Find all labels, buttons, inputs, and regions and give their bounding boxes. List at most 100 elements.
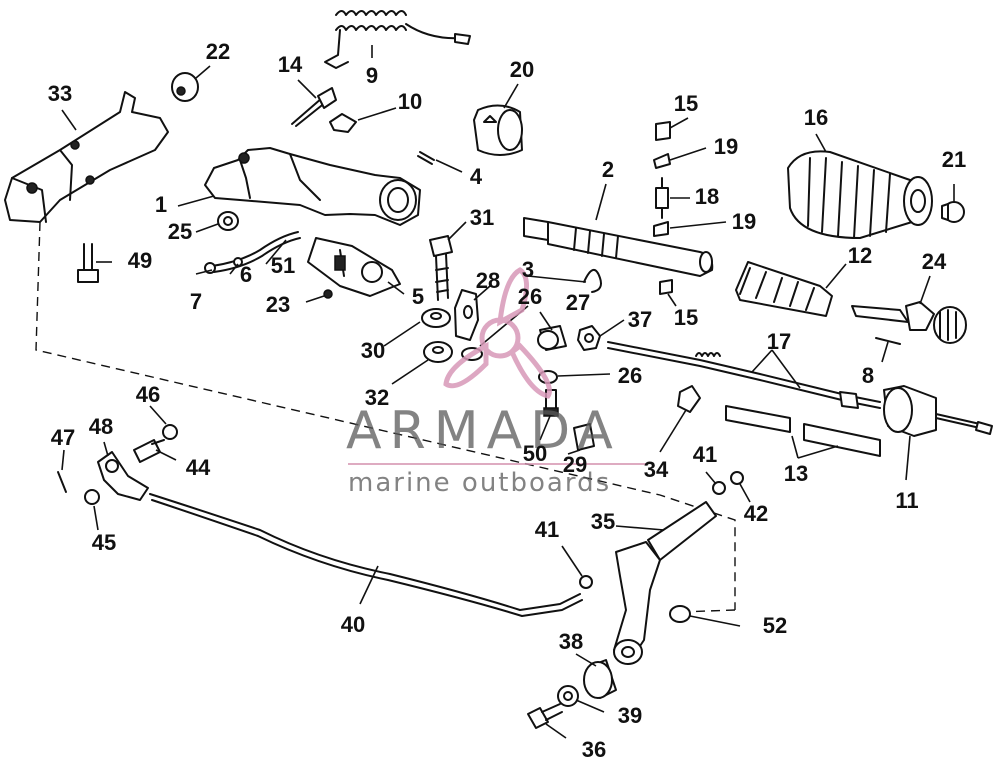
part-22-cap (171, 72, 199, 102)
callout-51: 51 (270, 253, 296, 278)
callout-38: 38 (558, 629, 584, 654)
callout-20: 20 (509, 57, 535, 82)
part-47-pin (57, 471, 67, 493)
part-16-grip (787, 150, 933, 239)
part-52-washer (669, 605, 691, 623)
armada-logo (443, 267, 552, 399)
part-23-screw (323, 289, 333, 299)
part-8-pin (875, 337, 901, 345)
part-33-bracket (4, 91, 169, 223)
part-1-housing (204, 147, 421, 226)
callout-44: 44 (185, 455, 211, 480)
callout-2: 2 (601, 157, 615, 182)
watermark-brand: ARMADA (346, 401, 621, 461)
part-34-clip (677, 385, 701, 413)
part-40-rod (149, 493, 583, 617)
callout-26-lower: 26 (617, 363, 643, 388)
part-11-body (883, 385, 993, 437)
callout-17: 17 (766, 329, 792, 354)
part-5-plate (307, 237, 401, 297)
part-2-shaft (523, 217, 714, 277)
callout-24: 24 (921, 249, 947, 274)
callout-8: 8 (861, 363, 875, 388)
part-17-cable (607, 341, 881, 409)
callout-19: 19 (713, 134, 739, 159)
callout-23: 23 (265, 292, 291, 317)
callout-13: 13 (783, 461, 809, 486)
part-10-clip (329, 113, 357, 133)
callout-46: 46 (135, 382, 161, 407)
callout-41-lower: 41 (534, 517, 560, 542)
callout-52: 52 (762, 613, 788, 638)
callout-42: 42 (743, 501, 769, 526)
callout-12: 12 (847, 243, 873, 268)
callout-7: 7 (189, 289, 203, 314)
part-41-nut (579, 481, 726, 589)
part-19-clip (653, 153, 671, 237)
callout-31: 31 (469, 205, 495, 230)
part-12-grip-insert (735, 261, 833, 317)
callout-39: 39 (617, 703, 643, 728)
part-38-bushing (583, 659, 617, 699)
callout-48: 48 (88, 414, 114, 439)
part-9-spring (324, 10, 471, 69)
part-48-rod-end (97, 451, 149, 501)
part-30-washer (421, 308, 451, 328)
watermark-divider (348, 463, 648, 465)
callout-11: 11 (895, 488, 919, 513)
callout-9: 9 (365, 63, 379, 88)
part-15-cap (655, 121, 673, 295)
callout-40: 40 (340, 612, 366, 637)
part-3-spring (583, 269, 602, 293)
part-21-plug (941, 201, 965, 223)
callout-5: 5 (411, 284, 425, 309)
callout-45: 45 (91, 530, 117, 555)
callout-33: 33 (47, 81, 73, 106)
part-20-sleeve (473, 104, 523, 156)
callout-26: 26 (517, 284, 543, 309)
callout-25: 25 (167, 219, 193, 244)
callout-35: 35 (590, 509, 616, 534)
part-spacer (537, 325, 567, 351)
part-50-stud (543, 389, 559, 417)
part-35-lever (613, 501, 717, 665)
callout-4: 4 (469, 164, 483, 189)
part-49-bolt (77, 243, 99, 283)
callout-10: 10 (397, 89, 423, 114)
callout-22: 22 (205, 39, 231, 64)
callout-15-lower: 15 (673, 305, 699, 330)
callout-47: 47 (50, 425, 76, 450)
part-24-switch (851, 301, 967, 344)
assembly-guide-line (35, 221, 736, 610)
callout-50: 50 (522, 441, 548, 466)
callout-37: 37 (627, 307, 653, 332)
part-18-pin (655, 177, 669, 219)
part-25-grommet (217, 211, 239, 231)
callout-29: 29 (562, 452, 588, 477)
part-51-wire (204, 231, 301, 274)
part-28-bracket (454, 289, 479, 341)
callout-30: 30 (360, 338, 386, 363)
callout-18: 18 (694, 184, 720, 209)
callout-21: 21 (941, 147, 967, 172)
callout-6: 6 (239, 262, 253, 287)
part-13-tube (725, 405, 881, 457)
callout-32: 32 (364, 385, 390, 410)
part-42-nut (730, 471, 744, 485)
callout-27: 27 (565, 290, 591, 315)
callout-16: 16 (803, 105, 829, 130)
callout-15: 15 (673, 91, 699, 116)
watermark-tagline: marine outboards (348, 468, 612, 498)
callout-1: 1 (154, 192, 168, 217)
callout-14: 14 (277, 52, 303, 77)
callout-28: 28 (475, 268, 501, 293)
part-39-washer (557, 685, 579, 707)
callout-49: 49 (127, 248, 153, 273)
part-4-pin (417, 151, 435, 165)
part-45-nut (84, 489, 100, 505)
part-14-bolt (291, 87, 337, 127)
callout-41: 41 (692, 442, 718, 467)
callout-36: 36 (581, 737, 607, 762)
